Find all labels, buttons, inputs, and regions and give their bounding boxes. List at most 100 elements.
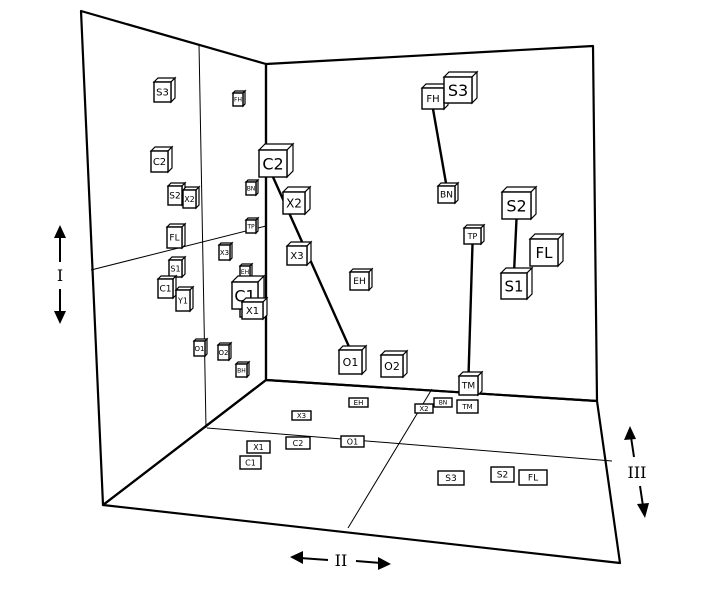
floor-node-f-bn: BN <box>433 397 453 408</box>
node-front-face <box>182 189 197 209</box>
floor-node-frame <box>246 440 271 454</box>
node-label: FH <box>234 97 242 104</box>
node-front-face <box>458 375 479 396</box>
node-wl-bh: BH <box>234 360 251 379</box>
node-top-face <box>500 186 538 193</box>
floor-node-f-c2: C2 <box>285 436 311 450</box>
floor-node-label: EH <box>354 399 364 407</box>
node-side-face <box>304 185 311 216</box>
node-front-face <box>245 181 257 196</box>
node-label: FH <box>426 94 439 105</box>
node-label: X3 <box>290 251 303 262</box>
node-front-face <box>232 92 244 107</box>
axis-ii-indicator: II <box>290 551 391 570</box>
left-wall-vertical-divider <box>198 43 207 429</box>
node-label: Y1 <box>177 296 188 305</box>
axis-ii-arrow-right <box>355 560 382 564</box>
node-wl-tp: TP <box>244 216 260 235</box>
floor-node-label: O1 <box>347 437 358 446</box>
node-front-face <box>175 289 191 312</box>
node-m-bn: BN <box>436 181 460 205</box>
node-label: S2 <box>506 196 526 215</box>
node-wl-fl: FL <box>165 222 187 250</box>
axis-i-arrowhead-down <box>54 311 66 324</box>
node-front-face <box>258 149 288 178</box>
node-wl-s1: S1 <box>167 255 187 279</box>
node-front-face <box>245 219 257 234</box>
floor-node-frame <box>340 435 365 448</box>
node-wl-s2: S2 <box>166 181 187 207</box>
node-label: TP <box>467 232 478 241</box>
node-front-face <box>153 81 172 103</box>
floor-node-label: TM <box>461 403 472 411</box>
node-label: BH <box>237 368 246 375</box>
node-wl-y1: Y1 <box>174 285 195 313</box>
axis-iii-arrow-down <box>639 485 644 507</box>
node-front-face <box>150 150 169 173</box>
node-m-eh: EH <box>348 267 374 292</box>
node-front-face <box>166 226 183 249</box>
node-label: X2 <box>286 196 302 210</box>
axis-iii-indicator: III <box>624 426 649 518</box>
node-front-face <box>193 340 206 357</box>
node-label: O1 <box>343 356 359 369</box>
node-front-face <box>437 185 456 204</box>
floor-node-label: S3 <box>445 474 456 484</box>
floor-node-f-eh: EH <box>348 397 369 408</box>
node-wl-x2: X2 <box>181 185 201 210</box>
floor-node-frame <box>490 466 515 483</box>
node-side-face <box>530 185 537 221</box>
node-label: S3 <box>448 81 468 100</box>
floor-node-frame <box>348 397 369 408</box>
floor-node-frame <box>285 436 311 450</box>
node-label: BN <box>440 191 453 201</box>
node-m-x1: X1 <box>240 296 269 321</box>
floor-node-f-x2: X2 <box>414 403 434 414</box>
connection-m-tp-m-tm <box>467 243 474 377</box>
node-front-face <box>338 349 363 375</box>
floor-node-frame <box>239 455 262 470</box>
connection-m-s2-m-s1 <box>512 218 518 274</box>
node-wl-c2: C2 <box>149 145 174 174</box>
node-front-face <box>500 272 528 300</box>
floor-node-label: C1 <box>245 458 256 467</box>
node-front-face <box>282 191 306 215</box>
node-front-face <box>167 185 183 206</box>
floor-node-frame <box>456 399 479 414</box>
floor-node-f-fl: FL <box>518 469 548 486</box>
node-label: C1 <box>159 285 171 295</box>
node-label: FL <box>169 234 179 244</box>
node-label: S1 <box>504 277 523 295</box>
node-side-face <box>526 266 533 301</box>
node-label: X1 <box>246 306 259 317</box>
axis-ii-label: II <box>335 551 348 570</box>
node-label: EH <box>241 269 249 276</box>
node-side-face <box>471 70 478 105</box>
floor-node-frame <box>414 403 434 414</box>
floor-node-label: S2 <box>497 471 508 481</box>
node-front-face <box>529 238 559 267</box>
node-m-s2: S2 <box>500 185 538 221</box>
node-wl-s3: S3 <box>152 76 177 104</box>
axis-i-arrowhead-up <box>54 225 66 238</box>
axis-i-label: I <box>57 266 63 285</box>
floor-node-frame <box>433 397 453 408</box>
axis-i-indicator: I <box>54 225 66 324</box>
node-front-face <box>380 354 404 378</box>
node-wl-x3: X3 <box>217 241 234 262</box>
axis-iii-arrowhead-up <box>624 426 636 440</box>
axis-iii-label: III <box>628 463 647 482</box>
connection-m-fh-m-bn <box>431 108 448 187</box>
node-side-face <box>286 142 294 179</box>
node-m-o2: O2 <box>379 349 409 379</box>
upright-nodes: S3FHC2BNS2X2FLTPX3S1C1Y1EHX1O1O2BHFHS3C2… <box>149 70 565 397</box>
node-label: O2 <box>219 349 229 357</box>
axis-ii-arrow-left <box>299 557 329 561</box>
node-wl-bn: BN <box>244 178 260 197</box>
node-label: S3 <box>156 88 169 99</box>
floor-node-frame <box>437 470 465 486</box>
floor-node-f-tm: TM <box>456 399 479 414</box>
axis-ii-arrowhead-left <box>290 551 303 564</box>
